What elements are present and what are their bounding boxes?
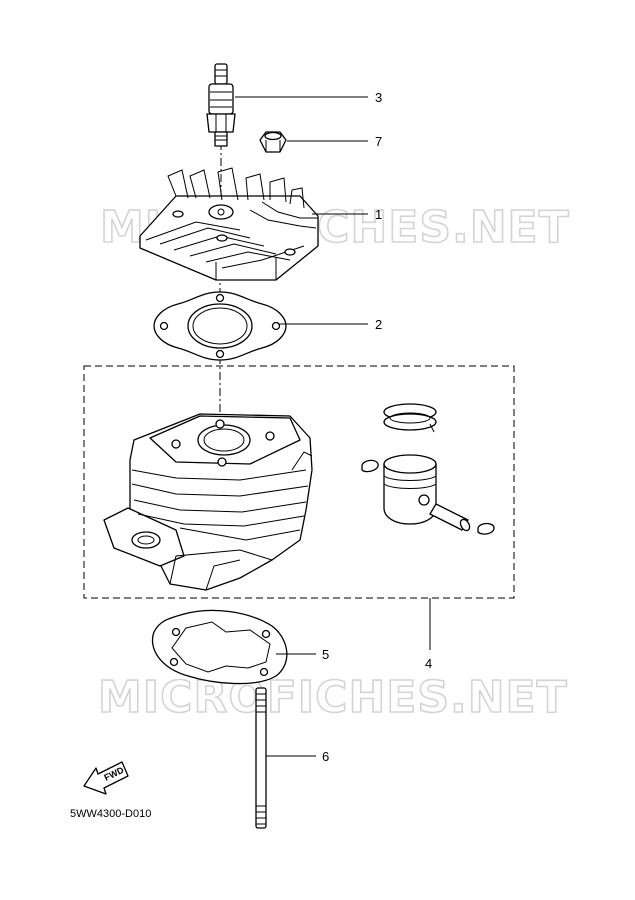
spark-plug[interactable] [206, 63, 236, 147]
callout-7: 7 [375, 134, 382, 149]
piston-pin-clip-right[interactable] [477, 522, 495, 535]
piston-pin[interactable] [429, 503, 471, 532]
callout-3: 3 [375, 90, 382, 105]
callout-2: 2 [375, 317, 382, 332]
cylinder-head[interactable] [139, 167, 319, 281]
watermark-bottom: MICROFICHES.NET [98, 672, 568, 723]
cylinder-kit-group [83, 365, 515, 599]
diagram-code: 5WW4300-D010 [70, 808, 151, 820]
piston[interactable] [383, 454, 437, 525]
base-gasket[interactable] [151, 609, 288, 685]
callout-6: 6 [322, 749, 329, 764]
head-gasket[interactable] [153, 291, 287, 361]
stud-bolt[interactable] [255, 687, 267, 829]
callout-1: 1 [375, 207, 382, 222]
piston-pin-clip-left[interactable] [361, 459, 379, 473]
callout-5: 5 [322, 647, 329, 662]
piston-rings[interactable] [383, 403, 437, 433]
cylinder[interactable] [103, 413, 313, 591]
fwd-arrow-icon: FWD [83, 761, 129, 795]
callout-4: 4 [425, 656, 432, 671]
nut[interactable] [259, 131, 287, 153]
